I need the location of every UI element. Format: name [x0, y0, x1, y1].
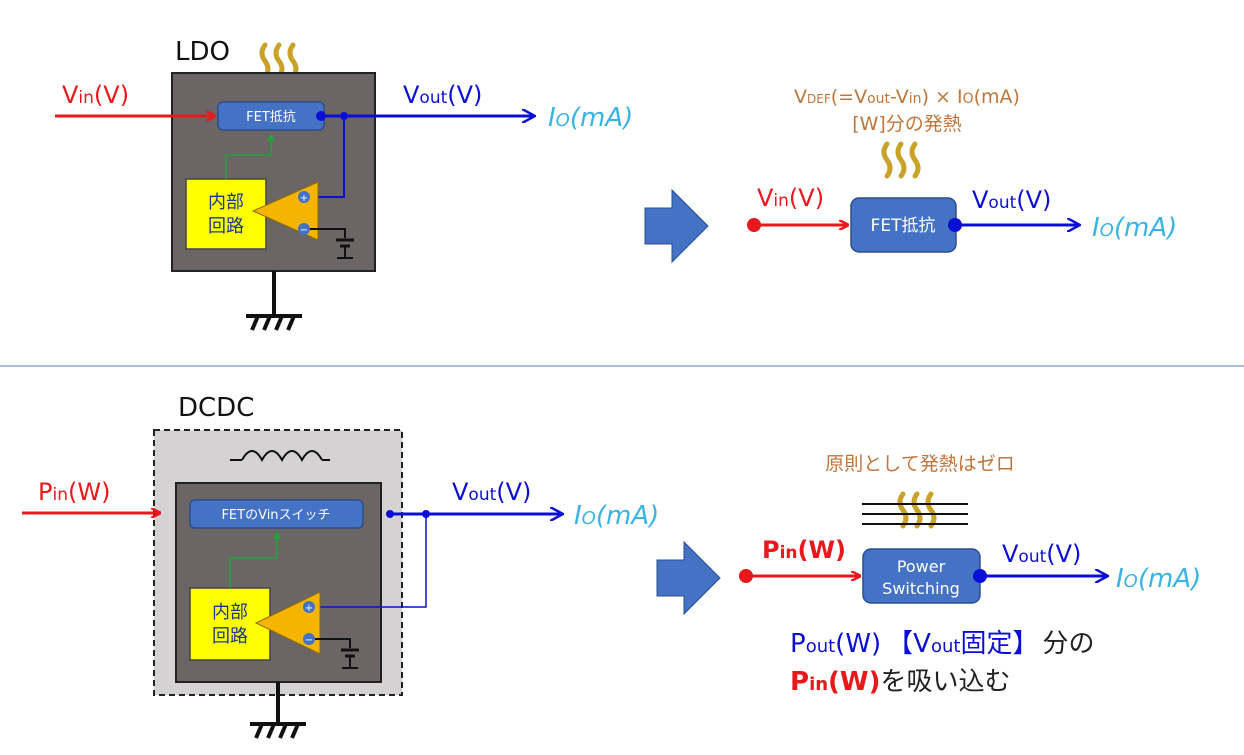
ldo-model-vin-label: Vin(V)	[757, 184, 824, 212]
ldo-title: LDO	[175, 37, 230, 67]
dcdc-reference-battery-icon	[315, 638, 359, 669]
dcdc-model-pin-label: Pin(W)	[762, 536, 846, 564]
transform-arrow-dcdc	[656, 540, 721, 616]
ldo-model-input-node	[747, 218, 761, 232]
dcdc-fet-box	[189, 499, 364, 529]
dcdc-model-description-line2: Pin(W)を吸い込む	[790, 667, 1011, 697]
dcdc-model-description-line1: Pout(W)【Vout固定】分の	[790, 629, 1094, 659]
svg-text:+: +	[305, 603, 313, 614]
ldo-model-vout-label: Vout(V)	[972, 186, 1051, 214]
ldo-vout-label: Vout(V)	[403, 81, 482, 109]
ldo-opamp-minus	[298, 223, 310, 235]
ldo-model-heat-icon	[881, 141, 921, 179]
dcdc-section: DCDC Pin(W) FETのVinスイッチ Vout(V) IO	[22, 393, 659, 739]
transform-arrow-ldo	[644, 188, 709, 264]
dcdc-internal-label-1: 内部	[212, 602, 248, 623]
svg-text:−: −	[300, 225, 308, 236]
ldo-model-heat-line2: [W]分の発熱	[852, 113, 962, 135]
ldo-model-fet-label: FET抵抗	[871, 216, 936, 236]
dcdc-vout-label: Vout(V)	[452, 478, 531, 506]
svg-text:−: −	[305, 635, 313, 646]
ldo-internal-box	[185, 178, 267, 250]
ldo-model-heat-line1: VDEF(=Vout-Vin) × IO(mA)	[794, 86, 1020, 108]
dcdc-ground-icon	[250, 682, 306, 739]
dcdc-fet-label: FETのVinスイッチ	[221, 508, 330, 523]
power-switching-label-1: Power	[897, 557, 946, 576]
ldo-io-label: IO(mA)	[548, 103, 633, 133]
ldo-internal-label-1: 内部	[208, 192, 244, 213]
ldo-fet-label: FET抵抗	[246, 110, 296, 125]
ldo-reference-battery-icon	[310, 228, 354, 259]
ldo-internal-label-2: 回路	[208, 216, 244, 237]
dcdc-title: DCDC	[178, 393, 254, 423]
dcdc-model-heat-note: 原則として発熱はゼロ	[825, 453, 1014, 475]
dcdc-internal-label-2: 回路	[212, 626, 248, 647]
ldo-ground-icon	[246, 271, 302, 331]
ldo-opamp-plus	[298, 191, 310, 203]
ldo-section: LDO Vin(V) FET抵抗 Vout(V) IO(mA)	[55, 37, 633, 331]
dcdc-opamp-plus	[303, 601, 315, 613]
dcdc-model-vout-label: Vout(V)	[1002, 540, 1081, 568]
ldo-model-section: VDEF(=Vout-Vin) × IO(mA) [W]分の発熱 Vin(V) …	[747, 86, 1177, 253]
svg-text:+: +	[300, 193, 308, 204]
dcdc-opamp-minus	[303, 633, 315, 645]
inductor-icon	[230, 450, 330, 463]
dcdc-pin-label: Pin(W)	[38, 478, 110, 506]
no-heat-icon	[862, 491, 968, 529]
power-switching-label-2: Switching	[882, 579, 960, 598]
ldo-model-output-node	[948, 218, 962, 232]
dcdc-model-section: 原則として発熱はゼロ Pin(W) Power Switching Vout(V…	[739, 453, 1201, 697]
dcdc-model-input-node	[739, 569, 753, 583]
ldo-model-io-label: IO(mA)	[1092, 213, 1177, 243]
ldo-vin-label: Vin(V)	[62, 81, 129, 109]
dcdc-model-io-label: IO(mA)	[1116, 564, 1201, 594]
dcdc-io-label: IO(mA)	[574, 501, 659, 531]
dcdc-model-output-node	[973, 569, 987, 583]
